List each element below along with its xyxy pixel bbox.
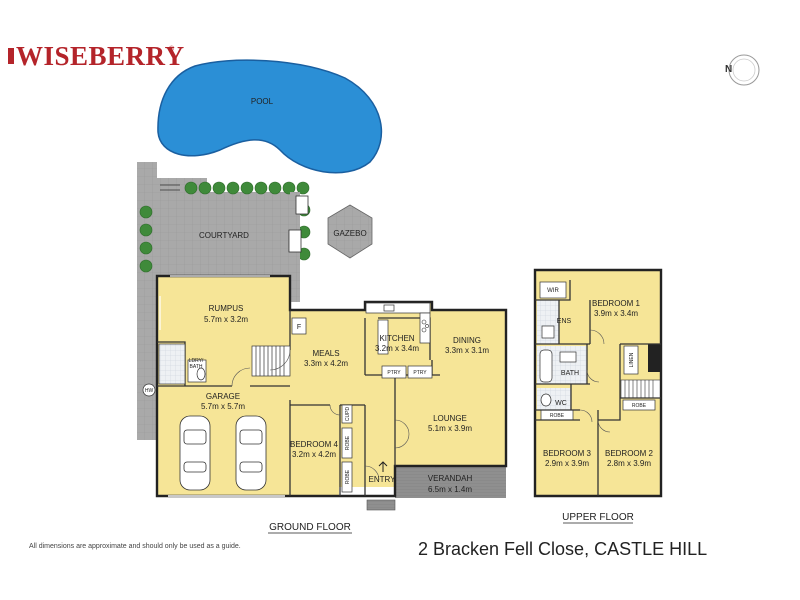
wc-label: WC: [555, 400, 567, 407]
kitchen-name: KITCHEN: [379, 334, 414, 343]
bedroom2-name: BEDROOM 2: [605, 449, 654, 458]
gazebo-label: GAZEBO: [333, 229, 366, 238]
cooktop-icon: [421, 319, 429, 333]
car-icon: [179, 415, 211, 491]
courtyard-gate: [288, 229, 302, 253]
property-address: 2 Bracken Fell Close, CASTLE HILL: [418, 539, 707, 559]
toilet-icon: [196, 367, 206, 381]
bathtub-icon: [539, 349, 553, 383]
upper-floor: LINEN ROBE ROBE WIR BEDROOM 1 3.9m x 3.4…: [533, 268, 663, 524]
bedroom4-name: BEDROOM 4: [290, 440, 339, 449]
bath-label: BATH: [561, 370, 579, 377]
robe-label-ground-2: ROBE: [345, 469, 351, 484]
pantry-2: [407, 365, 433, 379]
bedroom3-name: BEDROOM 3: [543, 449, 592, 458]
laundry-bath: [158, 343, 186, 385]
pantry-label-2: PTRY: [413, 370, 427, 376]
upper-floor-outer-walls: [533, 268, 663, 498]
robe-label-upper-2: ROBE: [632, 403, 647, 409]
brand-registered-mark: ®: [169, 45, 175, 53]
robe-label-ground-1: ROBE: [345, 435, 351, 450]
garage-name: GARAGE: [206, 392, 240, 401]
ldry-label-line2: BATH: [190, 364, 203, 370]
upper-door-swings: [579, 329, 611, 433]
wc-toilet-icon: [540, 393, 552, 407]
hw-label: HW: [145, 388, 154, 394]
brand-logo-mark: [8, 48, 14, 64]
upper-floor-interior-walls: [535, 280, 661, 496]
kitchen-dims: 3.2m x 3.4m: [375, 344, 419, 353]
garage-dims: 5.7m x 5.7m: [201, 402, 245, 411]
disclaimer: All dimensions are approximate and shoul…: [29, 543, 241, 550]
verandah: [395, 466, 506, 498]
fireplace: [291, 317, 307, 335]
car-icon-2: [235, 415, 267, 491]
bedroom3-dims: 2.9m x 3.9m: [545, 459, 589, 468]
courtyard-steps-lines: [160, 184, 180, 191]
upper-floor-label: UPPER FLOOR: [562, 512, 634, 523]
garage-side-path: [137, 280, 157, 440]
compass-north-label: N: [725, 64, 732, 75]
robe-ground-2: [341, 461, 353, 493]
fireplace-label: F: [297, 324, 301, 331]
pantry-label-1: PTRY: [387, 370, 401, 376]
ground-floor-label: GROUND FLOOR: [269, 522, 351, 533]
rumpus-dims: 5.7m x 3.2m: [204, 315, 248, 324]
bedroom4-dims: 3.2m x 4.2m: [292, 450, 336, 459]
walk-in-robe: [539, 281, 567, 299]
verandah-dims: 6.5m x 1.4m: [428, 485, 472, 494]
linen-label: LINEN: [629, 352, 635, 367]
courtyard-label: COURTYARD: [199, 231, 249, 240]
pantry-1: [381, 365, 407, 379]
brand-name: WISEBERRY: [16, 41, 185, 71]
gazebo: [327, 204, 373, 259]
cupboard: [341, 404, 353, 424]
entry-arrow-icon: [378, 461, 388, 472]
ground-floor: VERANDAH 6.5m x 1.4m LDRY/ BATH: [137, 274, 508, 534]
stair-void: [648, 344, 660, 372]
entry-step: [366, 499, 396, 511]
ldry-label-line1: LDRY/: [189, 358, 204, 364]
meals-name: MEALS: [312, 349, 339, 358]
pool-label: POOL: [251, 97, 274, 106]
dining-name: DINING: [453, 336, 481, 345]
rumpus-name: RUMPUS: [209, 304, 244, 313]
ensuite-label: ENS: [557, 318, 572, 325]
door-swings: [231, 349, 410, 481]
bath-vanity: [559, 351, 577, 363]
courtyard-gate-2: [295, 195, 309, 215]
ground-stairs: [251, 345, 291, 377]
robe-ground-1: [341, 427, 353, 459]
bedroom2-dims: 2.8m x 3.9m: [607, 459, 651, 468]
bedroom1-dims: 3.9m x 3.4m: [594, 309, 638, 318]
robe-label-upper-1: ROBE: [550, 413, 565, 419]
brand-logo: WISEBERRY ®: [8, 41, 185, 71]
lounge-dims: 5.1m x 3.9m: [428, 424, 472, 433]
linen-cupboard: [623, 345, 639, 375]
hot-water-unit: [142, 383, 156, 397]
verandah-name: VERANDAH: [428, 474, 473, 483]
lounge-name: LOUNGE: [433, 414, 467, 423]
upper-stairs: [620, 379, 662, 399]
hedge-row: [139, 181, 311, 273]
ensuite-vanity: [541, 325, 555, 339]
entry-label: ENTRY: [369, 475, 397, 484]
pool: [157, 59, 383, 174]
bedroom1-name: BEDROOM 1: [592, 299, 641, 308]
compass-icon: N: [725, 54, 760, 86]
dining-dims: 3.3m x 3.1m: [445, 346, 489, 355]
meals-dims: 3.3m x 4.2m: [304, 359, 348, 368]
wir-label: WIR: [547, 288, 559, 294]
robe-upper-2: [622, 399, 656, 411]
courtyard: [157, 192, 290, 276]
cupboard-label: CUPD: [345, 407, 351, 422]
